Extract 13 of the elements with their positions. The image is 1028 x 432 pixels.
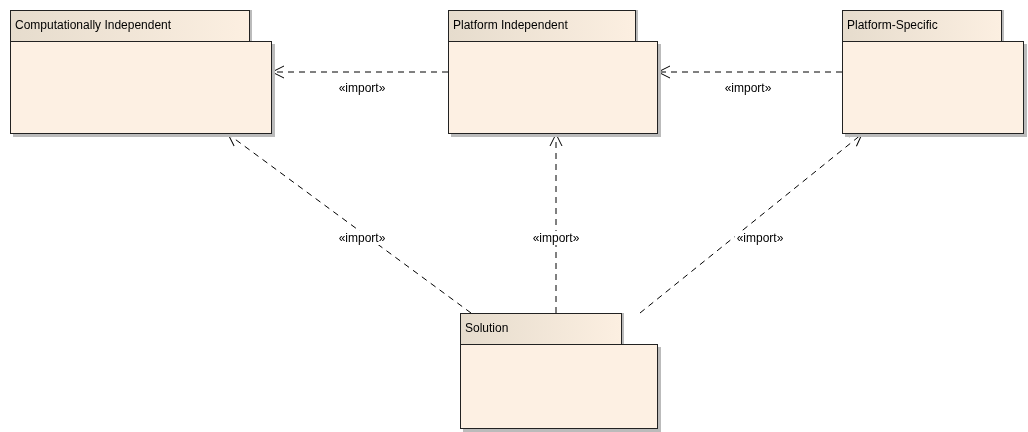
package-shape <box>460 313 661 432</box>
package-name: Solution <box>465 320 509 336</box>
package-name: Platform Independent <box>453 17 568 33</box>
package-shape <box>10 10 275 137</box>
edge-label: «import» <box>530 231 582 245</box>
package-shape <box>448 10 661 137</box>
package-shape <box>842 10 1027 137</box>
edge-label: «import» <box>722 81 774 95</box>
package-name: Platform-Specific <box>847 17 938 33</box>
edge-label: «import» <box>336 231 388 245</box>
package-name: Computationally Independent <box>15 17 172 33</box>
edge-label: «import» <box>734 231 786 245</box>
edge-label: «import» <box>336 81 388 95</box>
